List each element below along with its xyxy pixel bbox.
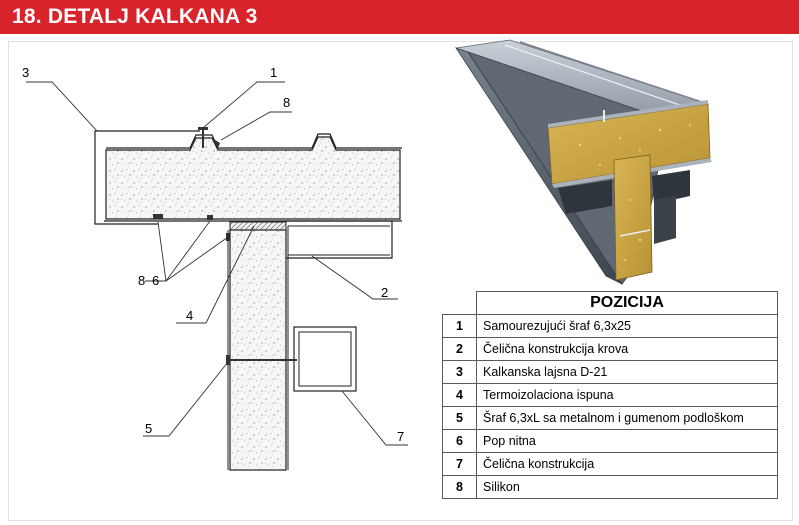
- roof-panel-section: [94, 130, 402, 225]
- table-row: 7 Čelična konstrukcija: [442, 452, 778, 476]
- page-title: 18. DETALJ KALKANA 3: [12, 5, 258, 28]
- legend-number: 2: [442, 337, 477, 361]
- legend-description: Samourezujući šraf 6,3x25: [476, 314, 778, 338]
- legend-description: Čelična konstrukcija: [476, 452, 778, 476]
- callout-4: 4: [186, 308, 193, 323]
- legend-description: Silikon: [476, 475, 778, 499]
- gable-detail-3d-render: [455, 39, 712, 286]
- legend-number: 1: [442, 314, 477, 338]
- callout-1: 1: [270, 65, 277, 80]
- legend-number: 6: [442, 429, 477, 453]
- page-header: 18. DETALJ KALKANA 3: [0, 0, 799, 34]
- table-row: 4 Termoizolaciona ispuna: [442, 383, 778, 407]
- legend-number: 4: [442, 383, 477, 407]
- legend-header-row: POZICIJA: [442, 291, 778, 315]
- legend-number: 7: [442, 452, 477, 476]
- callout-7: 7: [397, 429, 404, 444]
- thermal-insulation: [229, 221, 287, 231]
- callout-3: 3: [22, 65, 29, 80]
- callout-8: 8: [138, 273, 145, 288]
- screw-with-washer: [226, 355, 297, 365]
- table-row: 6 Pop nitna: [442, 429, 778, 453]
- callout-8: 8: [283, 95, 290, 110]
- legend-heading: POZICIJA: [476, 291, 778, 315]
- callout-5: 5: [145, 421, 152, 436]
- legend-number: 8: [442, 475, 477, 499]
- callout-2: 2: [381, 285, 388, 300]
- pop-rivet: [207, 215, 213, 220]
- wall-panel-section: [227, 229, 289, 471]
- table-row: 5 Šraf 6,3xL sa metalnom i gumenom podlo…: [442, 406, 778, 430]
- silicone-bead: [212, 138, 220, 148]
- legend-description: Šraf 6,3xL sa metalnom i gumenom podlošk…: [476, 406, 778, 430]
- position-legend-table: POZICIJA 1 Samourezujući šraf 6,3x25 2 Č…: [442, 291, 778, 499]
- legend-description: Pop nitna: [476, 429, 778, 453]
- silicone-bead: [153, 214, 163, 219]
- table-row: 1 Samourezujući šraf 6,3x25: [442, 314, 778, 338]
- steel-column: [293, 326, 357, 392]
- legend-description: Kalkanska lajsna D-21: [476, 360, 778, 384]
- table-row: 3 Kalkanska lajsna D-21: [442, 360, 778, 384]
- table-row: 8 Silikon: [442, 475, 778, 499]
- legend-description: Termoizolaciona ispuna: [476, 383, 778, 407]
- leader-lines: [26, 81, 408, 446]
- roof-steel-beam: [286, 220, 393, 259]
- table-row: 2 Čelična konstrukcija krova: [442, 337, 778, 361]
- callout-6: 6: [152, 273, 159, 288]
- legend-number: 5: [442, 406, 477, 430]
- legend-number: 3: [442, 360, 477, 384]
- legend-description: Čelična konstrukcija krova: [476, 337, 778, 361]
- self-tapping-screw: [198, 127, 208, 148]
